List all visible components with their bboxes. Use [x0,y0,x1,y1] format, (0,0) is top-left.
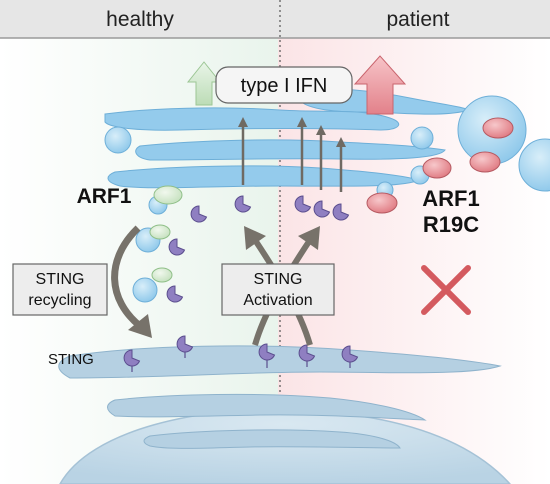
sting-activation-box [221,263,335,316]
ifn-up-large-icon [353,55,407,115]
trafficking-arrows [238,117,346,192]
header-patient: patient [386,8,449,31]
activation-label-line1: STING [254,271,303,288]
sting-recycling-box [12,263,108,316]
header-healthy: healthy [106,8,174,31]
recycling-arrowhead [128,314,152,338]
blocked-cross-icon [421,265,471,315]
er-membranes [58,345,502,449]
ifn-label: type I IFN [241,75,328,97]
arf1-mutant-proteins [366,117,514,214]
arf1-proteins [149,185,183,283]
header-bar [0,0,550,38]
recycling-label-line1: STING [36,271,85,288]
recycling-arrow [111,225,143,329]
recycling-label-line2: recycling [28,292,91,309]
arf1-mutant-label-line2: R19C [423,212,479,237]
sting-label: STING [48,351,94,368]
arf1-label: ARF1 [77,185,132,208]
activation-label-line2: Activation [243,292,312,309]
arf1-mutant-label-line1: ARF1 [422,186,479,211]
sting-stalks [131,352,351,372]
ifn-bubble [215,66,353,104]
